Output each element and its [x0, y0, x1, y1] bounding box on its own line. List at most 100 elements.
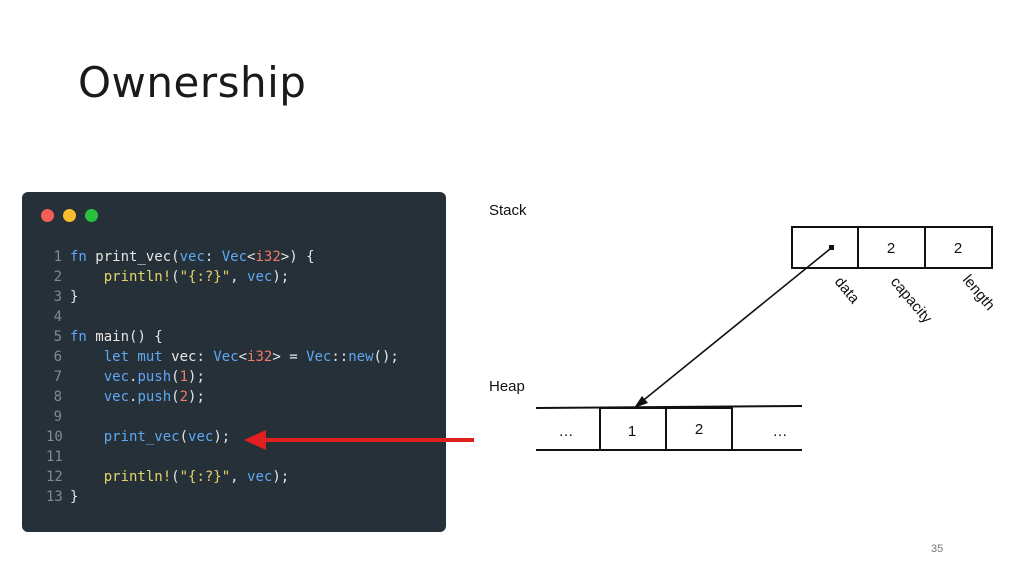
- code-token: ::: [331, 349, 349, 365]
- line-number: 12: [46, 469, 63, 485]
- line-number: 5: [53, 329, 62, 345]
- field-label-length: length: [959, 272, 998, 314]
- code-token: (: [171, 269, 180, 285]
- stack-cell-capacity: 2: [887, 240, 895, 257]
- code-token: );: [188, 369, 205, 385]
- code-line: 2 println!("{:?}", vec);: [46, 267, 399, 287]
- heap-cell-ellipsis-right: …: [773, 423, 788, 440]
- window-minimize-dot: [63, 209, 76, 222]
- code-token: println!: [70, 469, 172, 485]
- slide-title: Ownership: [78, 58, 307, 107]
- pointer-arrow-line: [639, 248, 831, 404]
- code-token: );: [272, 469, 290, 485]
- code-token: Vec: [221, 249, 248, 265]
- code-line: 5 fn main() {: [46, 327, 399, 347]
- code-token: new: [348, 349, 374, 365]
- line-number: 1: [53, 249, 62, 265]
- code-line: 6 let mut vec: Vec<i32> = Vec::new();: [46, 347, 399, 367]
- line-number: 11: [46, 449, 63, 465]
- stack-label: Stack: [489, 202, 527, 219]
- code-token: Vec: [306, 349, 332, 365]
- red-arrow-head-icon: [244, 430, 266, 450]
- code-token: vec: [188, 429, 214, 445]
- code-token: vec:: [171, 349, 214, 365]
- code-token: <: [238, 349, 248, 365]
- code-line: 7 vec.push(1);: [46, 367, 399, 387]
- line-number: 10: [46, 429, 63, 445]
- line-number: 3: [53, 289, 62, 305]
- code-token: (: [171, 389, 180, 405]
- line-number: 8: [53, 389, 62, 405]
- code-token: vec: [70, 389, 130, 405]
- code-token: 1: [179, 369, 189, 385]
- code-token: fn: [70, 329, 96, 345]
- window-maximize-dot: [85, 209, 98, 222]
- code-token: vec: [247, 269, 273, 285]
- code-token: "{:?}": [179, 269, 231, 285]
- code-token: <: [247, 249, 256, 265]
- code-token: i32: [247, 349, 273, 365]
- code-token: (: [179, 429, 189, 445]
- code-token: (: [171, 469, 180, 485]
- code-token: "{:?}": [179, 469, 231, 485]
- code-line: 8 vec.push(2);: [46, 387, 399, 407]
- line-number: 7: [53, 369, 62, 385]
- code-token: push: [137, 389, 172, 405]
- code-token: Vec: [213, 349, 239, 365]
- heap-cell-2: 2: [695, 421, 703, 438]
- code-token: ,: [230, 269, 248, 285]
- code-line: 3}: [46, 287, 399, 307]
- code-token: (: [171, 369, 180, 385]
- code-token: .: [129, 369, 138, 385]
- code-token: vec: [179, 249, 205, 265]
- code-token: ,: [230, 469, 248, 485]
- code-line: 10 print_vec(vec);: [46, 427, 399, 447]
- heap-cell-1: 1: [628, 423, 636, 440]
- code-token: );: [213, 429, 231, 445]
- code-token: push: [137, 369, 172, 385]
- code-token: fn: [70, 249, 96, 265]
- stack-box: [791, 226, 993, 269]
- line-number: 9: [53, 409, 62, 425]
- pointer-arrow-head-icon: [634, 396, 648, 408]
- code-token: i32: [255, 249, 281, 265]
- window-close-dot: [41, 209, 54, 222]
- stack-cell-length: 2: [954, 240, 962, 257]
- heap-row: [535, 405, 803, 451]
- line-number: 13: [46, 489, 63, 505]
- heap-label: Heap: [489, 378, 525, 395]
- code-token: (: [171, 249, 180, 265]
- code-token: }: [70, 289, 79, 305]
- code-token: .: [129, 389, 138, 405]
- code-token: let mut: [70, 349, 172, 365]
- line-number: 2: [53, 269, 62, 285]
- code-token: }: [70, 489, 79, 505]
- line-number: 6: [53, 349, 62, 365]
- code-token: main: [95, 329, 130, 345]
- code-token: );: [272, 269, 290, 285]
- heap-cell-ellipsis-left: …: [559, 423, 574, 440]
- code-token: >) {: [280, 249, 315, 265]
- page-number: 35: [931, 543, 944, 555]
- code-token: () {: [129, 329, 163, 345]
- code-line: 4: [46, 307, 399, 327]
- code-token: );: [188, 389, 205, 405]
- code-line: 1 fn print_vec(vec: Vec<i32>) {: [46, 247, 399, 267]
- code-token: 2: [179, 389, 189, 405]
- code-line: 11: [46, 447, 399, 467]
- code-token: println!: [70, 269, 172, 285]
- field-label-data: data: [831, 274, 863, 308]
- code-token: vec: [247, 469, 273, 485]
- code-token: :: [204, 249, 222, 265]
- pointer-dot: [829, 245, 834, 250]
- code-line: 9: [46, 407, 399, 427]
- field-label-capacity: capacity: [887, 274, 936, 327]
- line-number: 4: [53, 309, 62, 325]
- code-token: print_vec: [95, 249, 172, 265]
- code-line: 13}: [46, 487, 399, 507]
- code-token: > =: [272, 349, 307, 365]
- code-token: ();: [373, 349, 399, 365]
